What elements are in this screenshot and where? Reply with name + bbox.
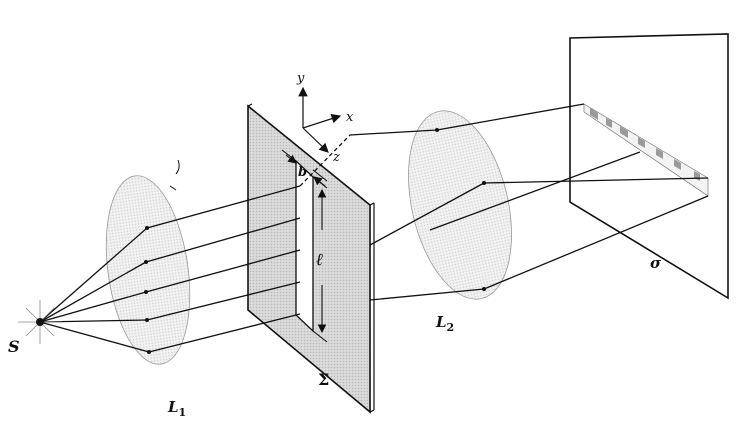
- axis-x-label: x: [346, 110, 354, 125]
- slit-length-label: ℓ: [316, 250, 323, 270]
- axis-z-label: z: [332, 150, 340, 165]
- lens-l1-letter: L: [167, 398, 179, 416]
- lens-l2-subscript: 2: [447, 321, 455, 334]
- lens-l1-label: L1: [167, 398, 186, 419]
- lens-l1: [105, 175, 191, 365]
- lens-l1-subscript: 1: [179, 406, 187, 419]
- slit-length-dimension: [312, 176, 328, 343]
- source-star-icon: [18, 300, 62, 344]
- lens-l2: [408, 110, 512, 300]
- axis-y-label: y: [296, 71, 305, 86]
- lens-markers: [144, 128, 486, 354]
- lens-l2-letter: L: [435, 313, 447, 331]
- decorative-ticks: [169, 159, 180, 191]
- observation-screen-label: σ: [650, 254, 662, 272]
- slit-width-label: b: [298, 165, 307, 180]
- aperture-screen-label: Σ: [318, 370, 329, 389]
- source-label: S: [8, 337, 20, 356]
- lens-l2-label: L2: [435, 313, 454, 334]
- rays-l2-to-screen: [349, 103, 709, 290]
- collimated-rays: [145, 134, 485, 353]
- coordinate-axes: [298, 86, 342, 153]
- aperture-screen: [247, 103, 375, 414]
- observation-screen: [569, 33, 729, 300]
